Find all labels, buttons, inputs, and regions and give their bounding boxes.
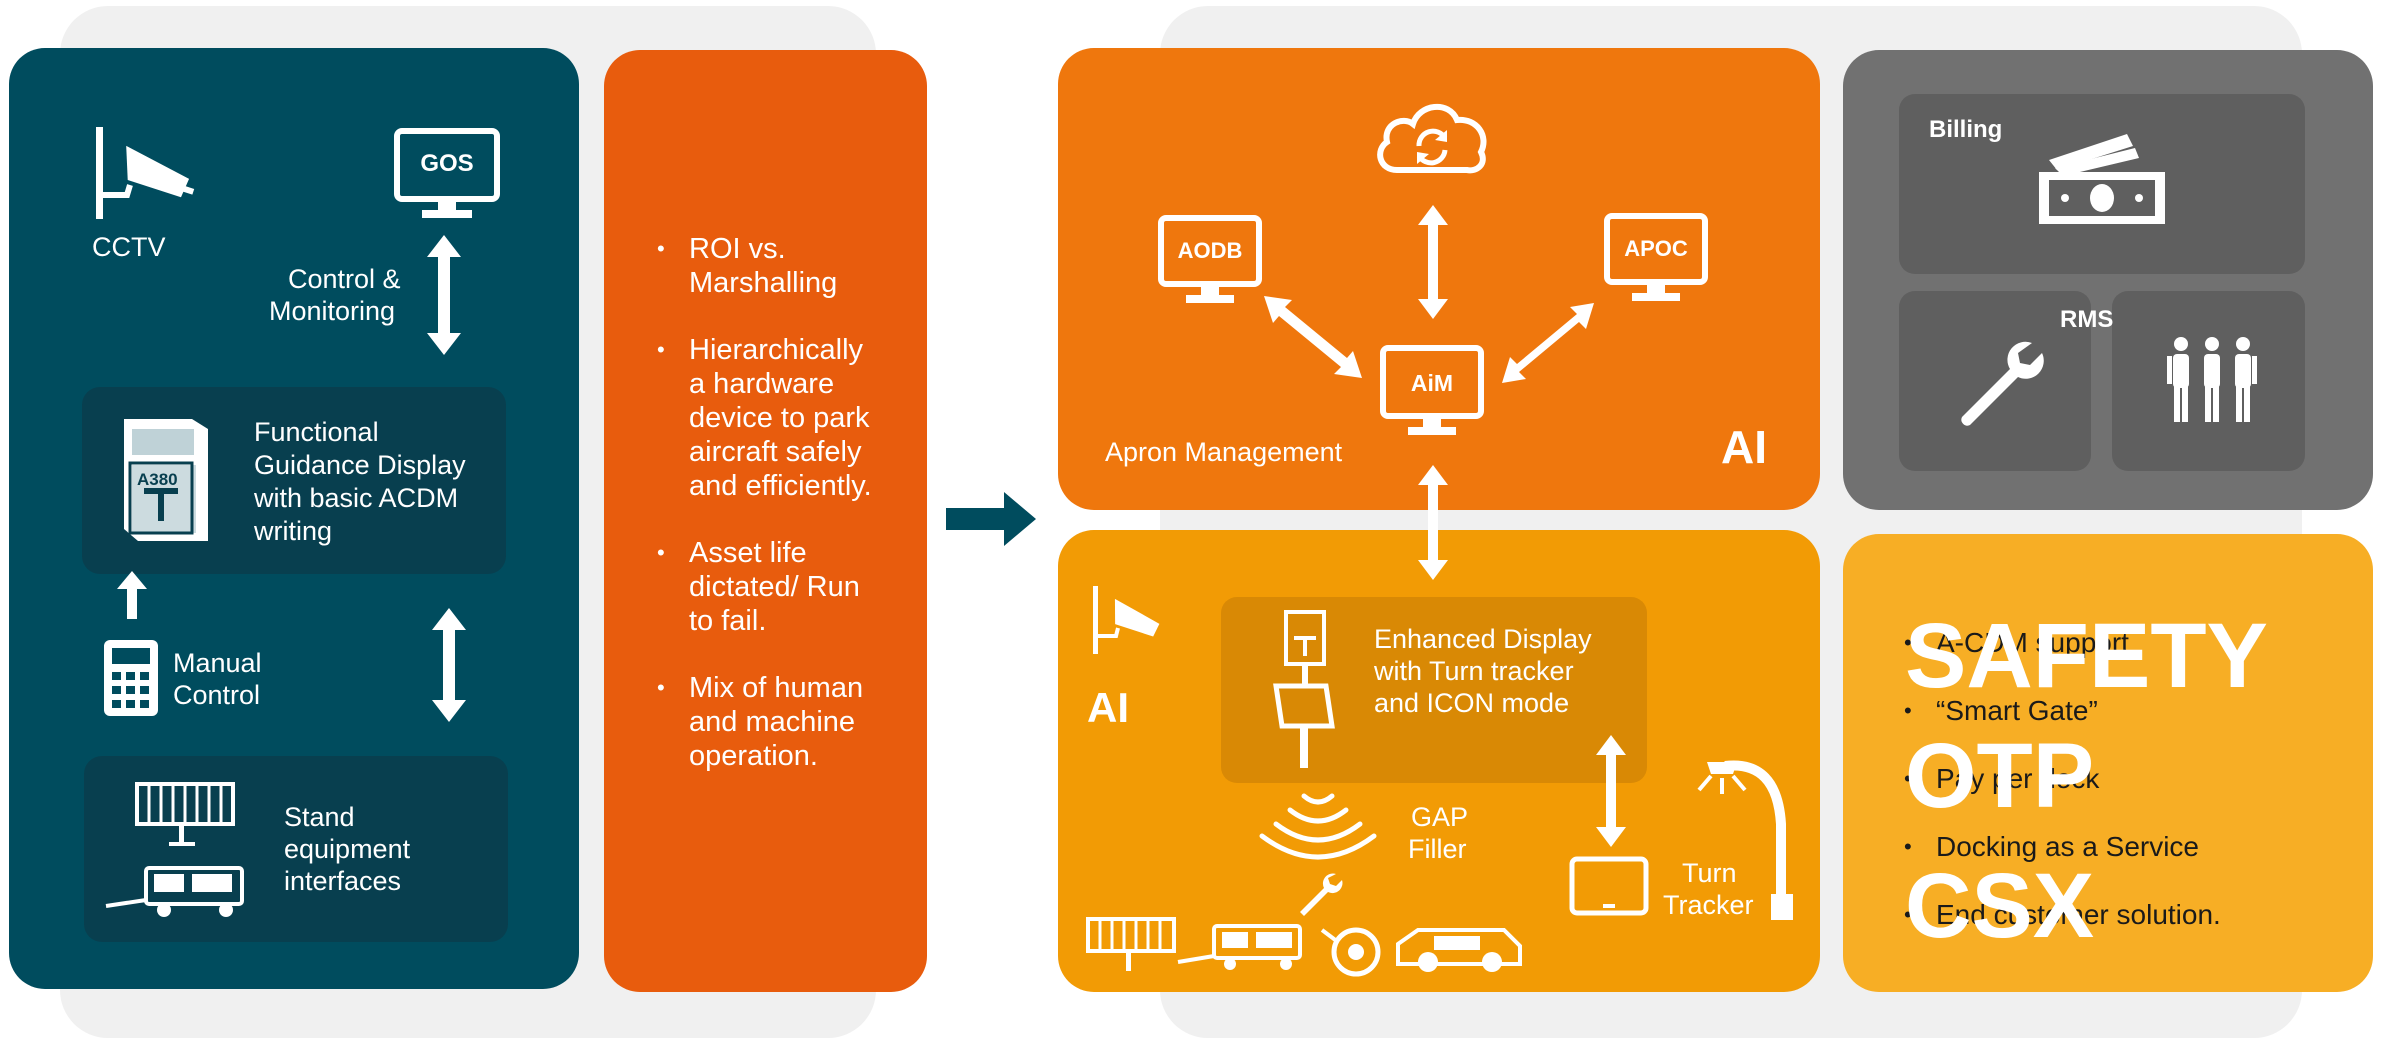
wireless-signal-icon: [1259, 793, 1377, 860]
apoc-monitor-icon: [1604, 213, 1708, 301]
issues-panel: [604, 50, 927, 992]
double-arrow-vertical-icon-5: [1596, 735, 1626, 847]
turn-line1: Turn: [1682, 858, 1737, 888]
aodb-monitor-icon: [1158, 215, 1262, 303]
gos-monitor-icon: [394, 128, 500, 218]
double-arrow-vertical-icon-3: [1418, 205, 1448, 319]
benefit-item: End customer solution.: [1898, 898, 2338, 932]
turn-line2: Tracker: [1663, 890, 1754, 920]
team-people-icon: [2167, 337, 2257, 422]
gos-label: GOS: [420, 150, 474, 177]
gap-line1: GAP: [1411, 802, 1469, 832]
wrench-icon-small: [1300, 873, 1343, 916]
ground-power-unit-icon: [105, 866, 244, 917]
jet-bridge-icon: [135, 782, 235, 846]
aim-monitor-icon: [1380, 345, 1484, 435]
manual-line1: Manual: [173, 648, 262, 678]
aodb-label: AODB: [1177, 238, 1243, 263]
enhanced-display-box: [1221, 597, 1647, 783]
lower-ai-label: AI: [1087, 684, 1129, 731]
billing-label: Billing: [1929, 116, 2003, 143]
cctv-icon: [96, 127, 195, 219]
apron-management-label: Apron Management: [1105, 437, 1343, 467]
rms-label: RMS: [2060, 306, 2114, 333]
double-arrow-diagonal-icon-2: [1502, 303, 1594, 383]
wrench-icon: [1961, 341, 2044, 426]
double-arrow-vertical-icon-4: [1418, 465, 1448, 580]
apron-ai-label: AI: [1721, 421, 1767, 473]
lamp-post-icon: [1697, 760, 1793, 920]
benefit-item: Docking as a Service: [1898, 830, 2338, 864]
benefits-list: A-CDM support “Smart Gate” Pay per dock …: [1898, 626, 2338, 932]
double-arrow-vertical-icon-2: [432, 608, 466, 722]
overlay-safety: SAFETY: [1905, 605, 2268, 707]
gap-line2: Filler: [1408, 834, 1467, 864]
enhanced-line2: with Turn tracker: [1374, 656, 1574, 686]
cctv-label: CCTV: [92, 232, 166, 262]
tow-tractor-icon: [1396, 928, 1522, 972]
cctv-icon-small: [1093, 586, 1160, 654]
enhanced-line3: and ICON mode: [1374, 688, 1570, 718]
tablet-icon: [1569, 856, 1649, 916]
stand-line3: interfaces: [284, 866, 402, 896]
stand-line1: Stand: [284, 802, 355, 832]
guidance-line1: Functional: [254, 417, 379, 447]
enhanced-display-icon: [1273, 610, 1335, 768]
stand-line2: equipment: [284, 834, 411, 864]
guidance-display-icon: [124, 419, 208, 541]
double-arrow-vertical-icon: [427, 235, 461, 355]
stand-equipment-box: [84, 756, 508, 942]
benefit-item: Pay per dock: [1898, 762, 2338, 796]
sensor-icon: [1320, 927, 1381, 977]
guidance-display-text: A380: [137, 470, 178, 489]
guidance-line3: with basic ACDM: [254, 483, 459, 513]
benefit-item: A-CDM support: [1898, 626, 2338, 660]
cloud-sync-icon: [1377, 103, 1487, 174]
manual-line2: Control: [173, 680, 261, 710]
ground-power-unit-icon-small: [1177, 924, 1302, 970]
guidance-line4: writing: [254, 516, 333, 546]
overlay-otp: OTP: [1905, 725, 2095, 827]
aim-label: AiM: [1410, 370, 1454, 396]
issue-item: ROI vs.Marshalling: [651, 232, 921, 300]
money-icon: [2039, 134, 2165, 224]
guidance-line2: Guidance Display: [254, 450, 466, 480]
benefit-item: “Smart Gate”: [1898, 694, 2338, 728]
control-label-line1: Control &: [288, 264, 401, 294]
enhanced-line1: Enhanced Display: [1374, 624, 1592, 654]
remote-control-icon: [104, 640, 158, 716]
double-arrow-diagonal-icon: [1264, 296, 1362, 378]
apoc-label: APOC: [1624, 236, 1688, 261]
arrow-right-icon: [946, 492, 1036, 546]
arrow-up-icon: [117, 571, 147, 619]
jet-bridge-icon-small: [1086, 917, 1176, 971]
control-label-line2: Monitoring: [269, 296, 396, 326]
overlay-csx: CSX: [1905, 855, 2095, 957]
rms-tools-box: [1899, 291, 2091, 471]
